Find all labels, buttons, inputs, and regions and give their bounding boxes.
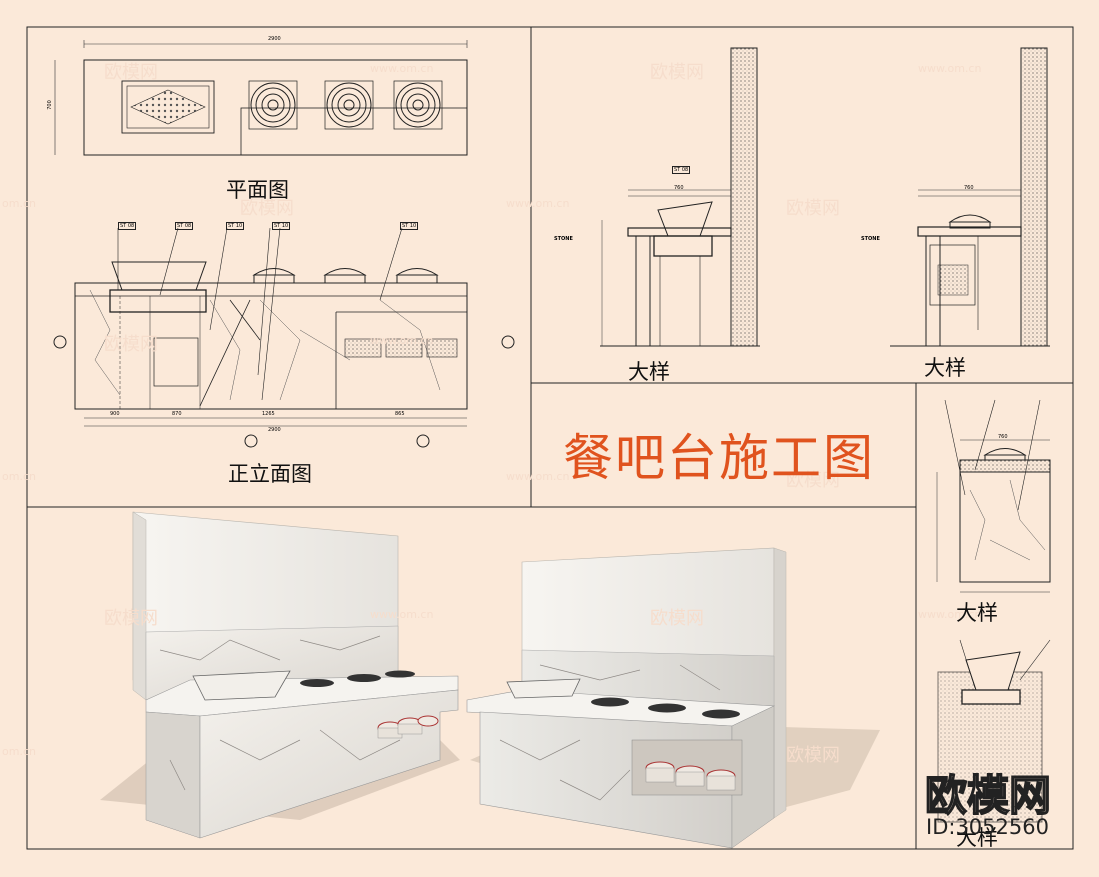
elevation-view	[53, 227, 515, 448]
material-code-tag: ST 08	[118, 222, 137, 230]
watermark-site: www.om.cn	[370, 334, 434, 347]
watermark-site: om.cn	[2, 470, 36, 483]
watermark-brand: 欧模网	[650, 608, 704, 629]
watermark-site: www.om.cn	[370, 62, 434, 75]
watermark-site: www.om.cn	[506, 197, 570, 210]
elevation-plates	[344, 338, 458, 358]
plan-pot-1	[248, 80, 298, 130]
material-code-tag: ST 10	[400, 222, 419, 230]
watermark-brand: 欧模网	[786, 198, 840, 219]
render-right-plates	[645, 761, 736, 791]
material-name-tag: STONE	[554, 236, 573, 242]
footer-brand: 欧模网	[924, 770, 1052, 821]
section-detail-3	[936, 399, 1051, 593]
elevation-segment-dimension: 870	[172, 411, 182, 417]
detail-label-2: 大样	[924, 356, 966, 380]
plan-view	[54, 40, 468, 156]
watermark-brand: 欧模网	[240, 198, 294, 219]
render-right	[466, 547, 880, 849]
material-code-tag: ST 10	[272, 222, 291, 230]
section-width-dimension: 760	[674, 185, 684, 191]
section-width-dimension: 760	[998, 434, 1008, 440]
section-detail-1	[600, 47, 760, 347]
watermark-brand: 欧模网	[650, 62, 704, 83]
section-width-dimension: 760	[964, 185, 974, 191]
plan-overall-dimension: 2900	[268, 36, 281, 42]
section-detail-4	[937, 639, 1051, 823]
watermark-site: www.om.cn	[918, 608, 982, 621]
plan-view-label: 平面图	[226, 178, 289, 202]
render-left	[100, 511, 460, 839]
material-code-tag: ST 10	[226, 222, 245, 230]
detail-label-4: 大样	[956, 826, 998, 850]
material-code-tag: ST 08	[175, 222, 194, 230]
detail-label-3: 大样	[956, 601, 998, 625]
elevation-segment-dimension: 865	[395, 411, 405, 417]
outer-frame	[26, 26, 1074, 850]
elevation-segment-dimension: 1265	[262, 411, 275, 417]
watermark-site: www.om.cn	[918, 62, 982, 75]
detail-label-1: 大样	[628, 360, 670, 384]
watermark-site: om.cn	[2, 197, 36, 210]
footer-id: ID:3052560	[926, 815, 1049, 839]
watermark-brand: 欧模网	[786, 470, 840, 491]
section-detail-2	[890, 47, 1050, 347]
watermark-site: om.cn	[2, 745, 36, 758]
material-code-tag: ST 08	[672, 166, 691, 174]
sheet-title: 餐吧台施工图	[563, 429, 875, 487]
watermark-brand: 欧模网	[104, 334, 158, 355]
watermark-site: www.om.cn	[370, 608, 434, 621]
plan-pot-3	[393, 80, 443, 130]
watermark-brand: 欧模网	[786, 745, 840, 766]
render-left-plates	[377, 715, 439, 739]
elevation-segment-dimension: 900	[110, 411, 120, 417]
watermark-site: www.om.cn	[506, 470, 570, 483]
elevation-overall-dimension: 2900	[268, 427, 281, 433]
material-name-tag: STONE	[861, 236, 880, 242]
elevation-pots	[252, 268, 439, 284]
elevation-view-label: 正立面图	[228, 462, 312, 486]
watermark-brand: 欧模网	[104, 62, 158, 83]
plan-pot-2	[324, 80, 374, 130]
watermark-brand: 欧模网	[104, 608, 158, 629]
plan-height-dimension: 700	[46, 100, 53, 110]
